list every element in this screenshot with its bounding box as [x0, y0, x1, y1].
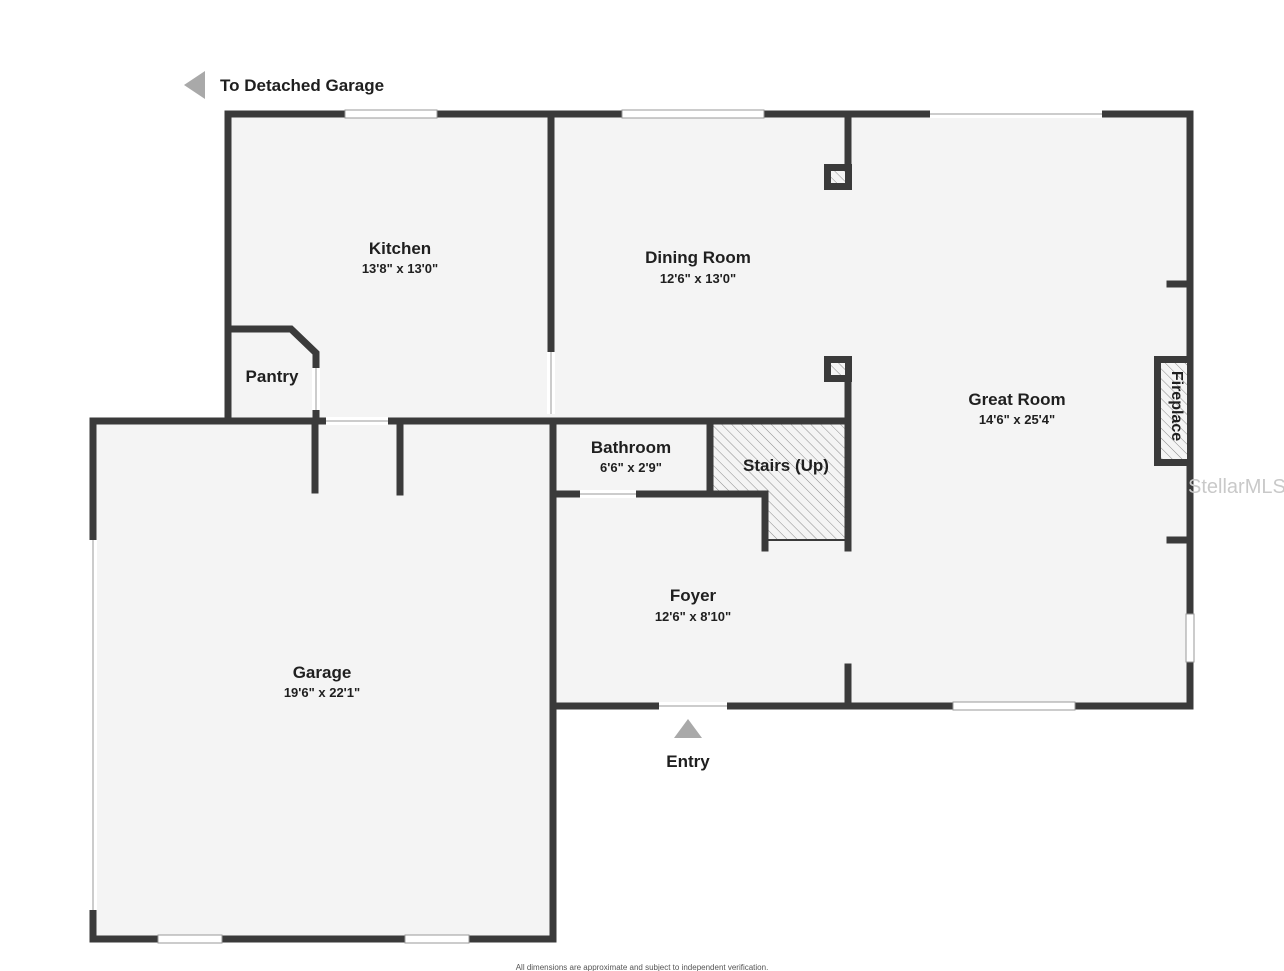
kitchen-dims: 13'8" x 13'0" [362, 261, 438, 276]
opening-lines [92, 113, 1102, 910]
bathroom-name: Bathroom [591, 438, 671, 457]
great-room-dims: 14'6" x 25'4" [979, 412, 1055, 427]
left-arrow-icon [184, 71, 205, 99]
fireplace-label: Fireplace [1168, 371, 1185, 441]
direction-label: To Detached Garage [220, 76, 384, 95]
garage-dims: 19'6" x 22'1" [284, 685, 360, 700]
garage-name: Garage [293, 663, 352, 682]
columns [824, 164, 852, 382]
floor-fill [93, 114, 1190, 939]
bathroom-dims: 6'6" x 2'9" [600, 460, 662, 475]
stairs-hatch [713, 424, 846, 540]
fireplace [1154, 356, 1190, 466]
dining-room-name: Dining Room [645, 248, 751, 267]
footer-note: All dimensions are approximate and subje… [516, 963, 769, 971]
foyer-name: Foyer [670, 586, 717, 605]
up-arrow-icon [674, 719, 702, 738]
foyer-dims: 12'6" x 8'10" [655, 609, 731, 624]
stairs-name: Stairs (Up) [743, 456, 829, 475]
pantry-name: Pantry [246, 367, 299, 386]
dining-room-dims: 12'6" x 13'0" [660, 271, 736, 286]
entry-label: Entry [666, 752, 710, 771]
kitchen-name: Kitchen [369, 239, 431, 258]
great-room-name: Great Room [968, 390, 1065, 409]
watermark: StellarMLS [1188, 476, 1284, 498]
